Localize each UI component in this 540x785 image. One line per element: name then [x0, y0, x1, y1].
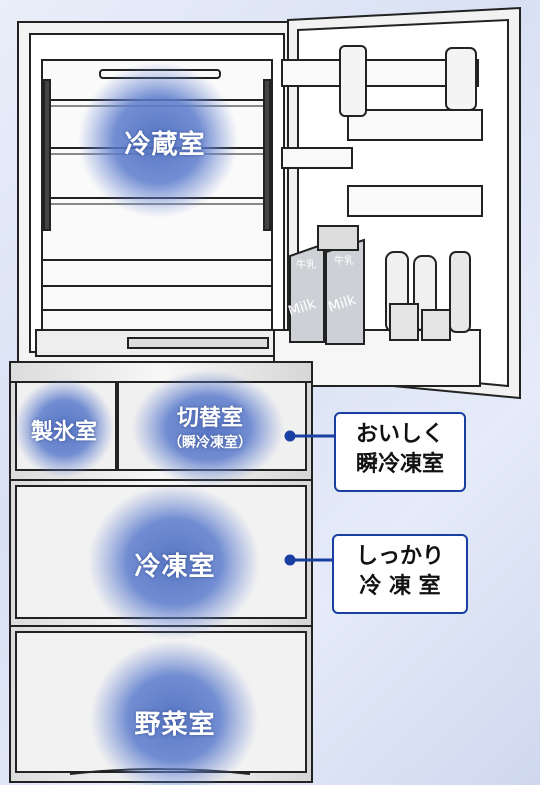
milk-carton-label: 牛乳	[296, 258, 316, 271]
vegetable-label: 野菜室	[134, 710, 216, 740]
vegetable-glow	[90, 640, 258, 785]
instant-freeze-callout: おいしく 瞬冷凍室	[334, 412, 466, 492]
freezer-callout: しっかり 冷 凍 室	[332, 534, 468, 614]
switch-room-sublabel: （瞬冷凍室）	[168, 435, 252, 451]
freezer-callout-line2: 冷 凍 室	[359, 574, 441, 599]
milk-carton-label-2: 牛乳	[334, 254, 354, 267]
freezer-callout-line1: しっかり	[355, 544, 444, 569]
instant-freeze-callout-line2: 瞬冷凍室	[355, 452, 444, 477]
refrigerator-glow	[78, 62, 238, 218]
freezer-glow	[88, 484, 260, 640]
instant-freeze-callout-line1: おいしく	[355, 422, 444, 447]
switch-room-label: 切替室	[176, 406, 243, 431]
ice-maker-label: 製氷室	[30, 420, 97, 445]
freezer-label: 冷凍室	[134, 552, 216, 582]
fridge-door	[273, 6, 521, 400]
callout-connectors	[284, 430, 334, 566]
switch-room-glow	[132, 370, 284, 486]
refrigerator-compartment-label: 冷蔵室	[124, 130, 206, 160]
ice-maker-glow	[14, 378, 114, 478]
